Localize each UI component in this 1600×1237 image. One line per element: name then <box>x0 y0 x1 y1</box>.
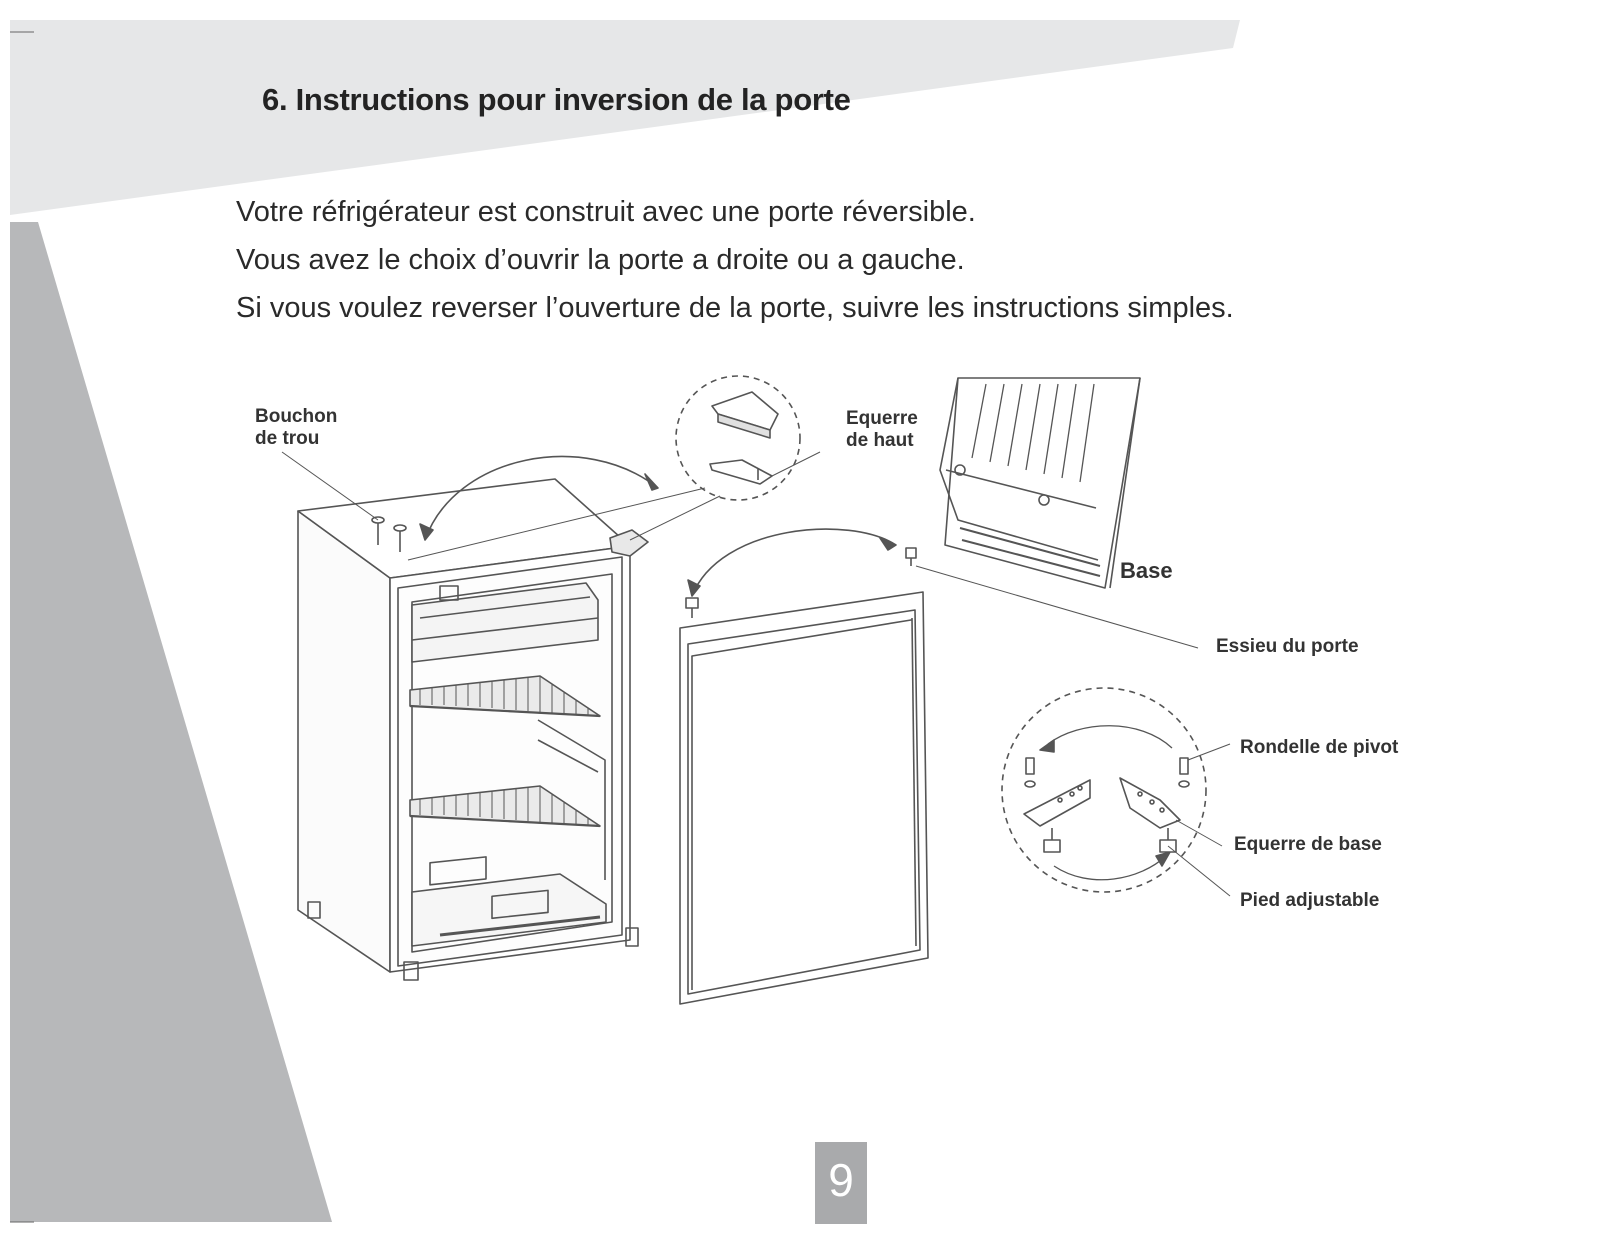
fridge-base-view <box>939 377 1141 589</box>
header-band <box>10 20 1240 215</box>
label-essieu: Essieu du porte <box>1216 636 1359 657</box>
label-rondelle: Rondelle de pivot <box>1240 737 1399 758</box>
side-band <box>10 222 332 1222</box>
refrigerator-diagram <box>281 375 1231 1005</box>
label-bouchon-line1: Bouchon <box>255 406 338 427</box>
label-base: Base <box>1120 558 1173 583</box>
intro-line-1: Votre réfrigérateur est construit avec u… <box>236 196 976 228</box>
section-title: 6. Instructions pour inversion de la por… <box>262 82 851 117</box>
bottom-hinge-detail <box>1001 687 1207 893</box>
fridge-cabinet <box>297 478 649 981</box>
label-equerre-haut-line2: de haut <box>846 430 914 451</box>
fridge-door <box>679 547 929 1005</box>
label-bouchon-line2: de trou <box>255 428 320 449</box>
top-hinge-detail <box>407 375 821 561</box>
label-pied: Pied adjustable <box>1240 890 1380 911</box>
leader-lines <box>281 451 1231 897</box>
label-equerre-haut: Equerre de haut <box>846 408 918 452</box>
intro-line-3: Si vous voulez reverser l’ouverture de l… <box>236 292 1234 324</box>
page-number: 9 <box>815 1142 867 1224</box>
intro-line-2: Vous avez le choix d’ouvrir la porte a d… <box>236 244 965 276</box>
label-equerre-haut-line1: Equerre <box>846 408 918 429</box>
label-bouchon: Bouchon de trou <box>255 406 337 450</box>
label-equerre-base: Equerre de base <box>1234 834 1382 855</box>
